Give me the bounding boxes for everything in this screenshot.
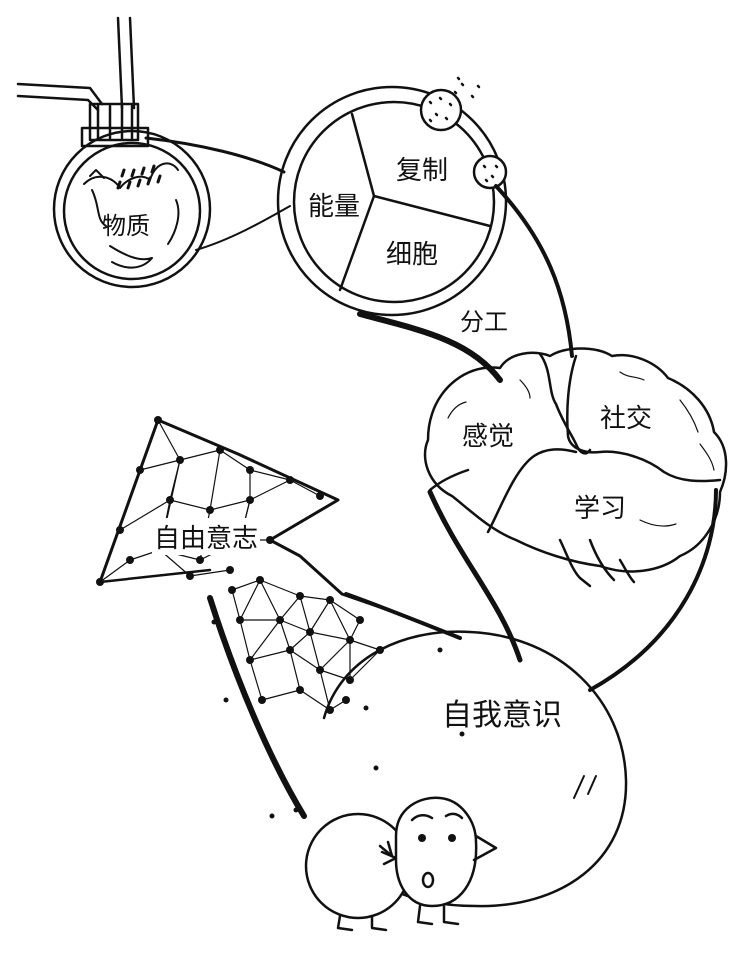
brain-texture [448,372,714,526]
label-division-of-labor: 分工 [460,308,508,336]
label-matter: 物质 [102,212,150,240]
cell-to-brain-connector [360,186,572,380]
chick-left [306,814,410,930]
neural-network-mesh [100,420,380,710]
label-energy: 能量 [308,192,361,222]
pipe-lines [18,18,150,148]
label-social: 社交 [600,404,653,434]
chick-right [396,798,496,924]
rain-drops [118,166,160,188]
free-will-arrow [100,420,460,816]
brain-to-self-connector [430,490,716,690]
label-learning: 学习 [574,494,627,524]
label-self-awareness: 自我意识 [442,698,562,733]
brain-outline [425,349,726,587]
label-perception: 感觉 [462,422,515,452]
self-awareness-circle [324,632,626,906]
chick-eyes [418,834,456,842]
earth-globe [54,131,210,287]
label-cell: 细胞 [386,240,439,270]
cell-dots [430,78,497,181]
label-free-will: 自由意志 [152,518,261,555]
label-replication: 复制 [396,156,449,186]
earth-to-cell-connector [146,138,290,250]
